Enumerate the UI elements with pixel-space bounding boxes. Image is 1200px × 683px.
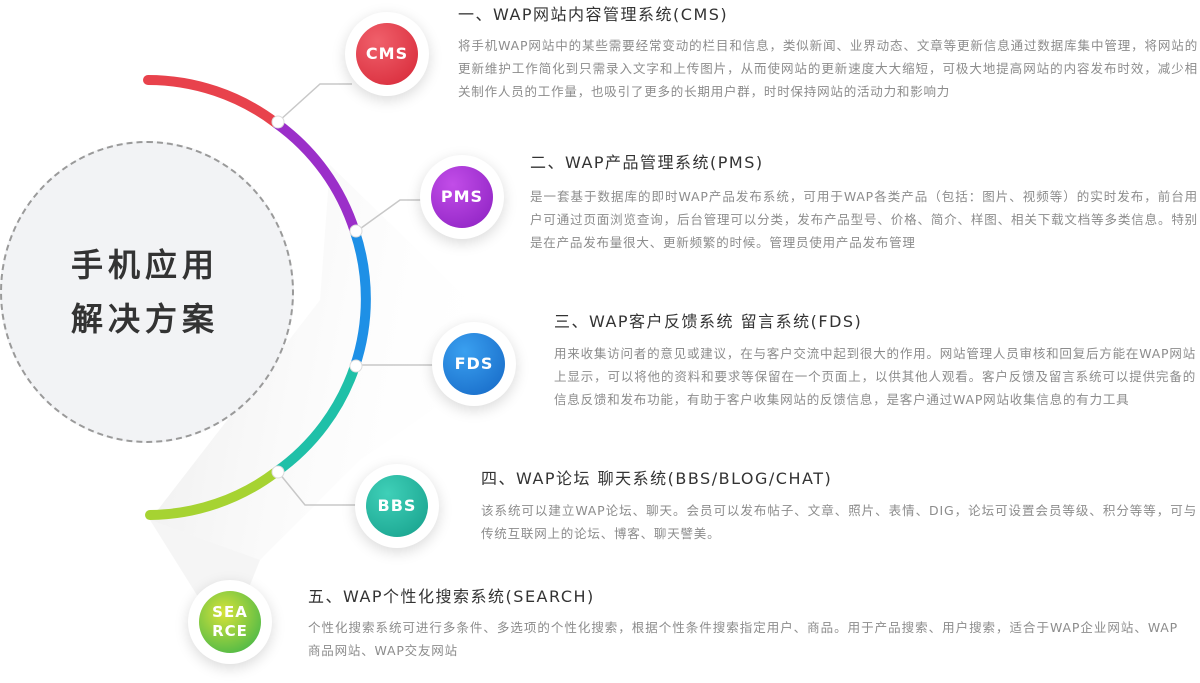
search-badge-line2: RCE	[212, 622, 248, 640]
bbs-title: 四、WAP论坛 聊天系统(BBS/BLOG/CHAT)	[481, 469, 833, 488]
junction-dot	[349, 359, 363, 373]
connector-bbs	[278, 472, 360, 506]
pms-node: PMS	[420, 155, 504, 239]
arc-shadow	[150, 165, 520, 560]
center-title-line1: 手机应用	[70, 246, 219, 284]
center-title: 手机应用 解决方案	[40, 238, 250, 346]
cms-desc: 将手机WAP网站中的某些需要经常变动的栏目和信息，类似新闻、业界动态、文章等更新…	[458, 38, 1198, 99]
junction-dot	[271, 115, 285, 129]
arc-green	[145, 467, 281, 520]
cms-title: 一、WAP网站内容管理系统(CMS)	[458, 5, 729, 24]
junction-dot	[271, 465, 285, 479]
pms-desc: 是一套基于数据库的即时WAP产品发布系统，可用于WAP各类产品（包括：图片、视频…	[530, 189, 1198, 250]
pms-badge: PMS	[431, 166, 493, 228]
cms-node: CMS	[345, 12, 429, 96]
fds-title: 三、WAP客户反馈系统 留言系统(FDS)	[554, 312, 863, 331]
center-title-line2: 解决方案	[70, 300, 219, 338]
connector-cms	[278, 83, 352, 122]
fds-desc: 用来收集访问者的意见或建议，在与客户交流中起到很大的作用。网站管理人员审核和回复…	[554, 346, 1196, 407]
center-circle	[0, 141, 294, 443]
connector-pms	[356, 199, 428, 232]
search-badge-line1: SEA	[212, 603, 248, 621]
search-badge: SEA RCE	[199, 591, 261, 653]
search-desc: 个性化搜索系统可进行多条件、多选项的个性化搜索，根据个性条件搜索指定用户、商品。…	[308, 620, 1178, 658]
bbs-node: BBS	[355, 464, 439, 548]
pms-title: 二、WAP产品管理系统(PMS)	[530, 153, 764, 172]
arc-blue	[350, 230, 371, 368]
cms-badge: CMS	[356, 23, 418, 85]
fds-node: FDS	[432, 322, 516, 406]
arc-purple	[273, 118, 360, 234]
bbs-badge: BBS	[366, 475, 428, 537]
search-node: SEA RCE	[188, 580, 272, 664]
bbs-desc: 该系统可以建立WAP论坛、聊天。会员可以发布帖子、文章、照片、表情、DIG，论坛…	[481, 503, 1197, 541]
fds-badge: FDS	[443, 333, 505, 395]
junction-dot	[349, 224, 363, 238]
arc-red	[143, 75, 281, 128]
arc-teal	[273, 364, 360, 477]
search-title: 五、WAP个性化搜索系统(SEARCH)	[308, 587, 595, 606]
